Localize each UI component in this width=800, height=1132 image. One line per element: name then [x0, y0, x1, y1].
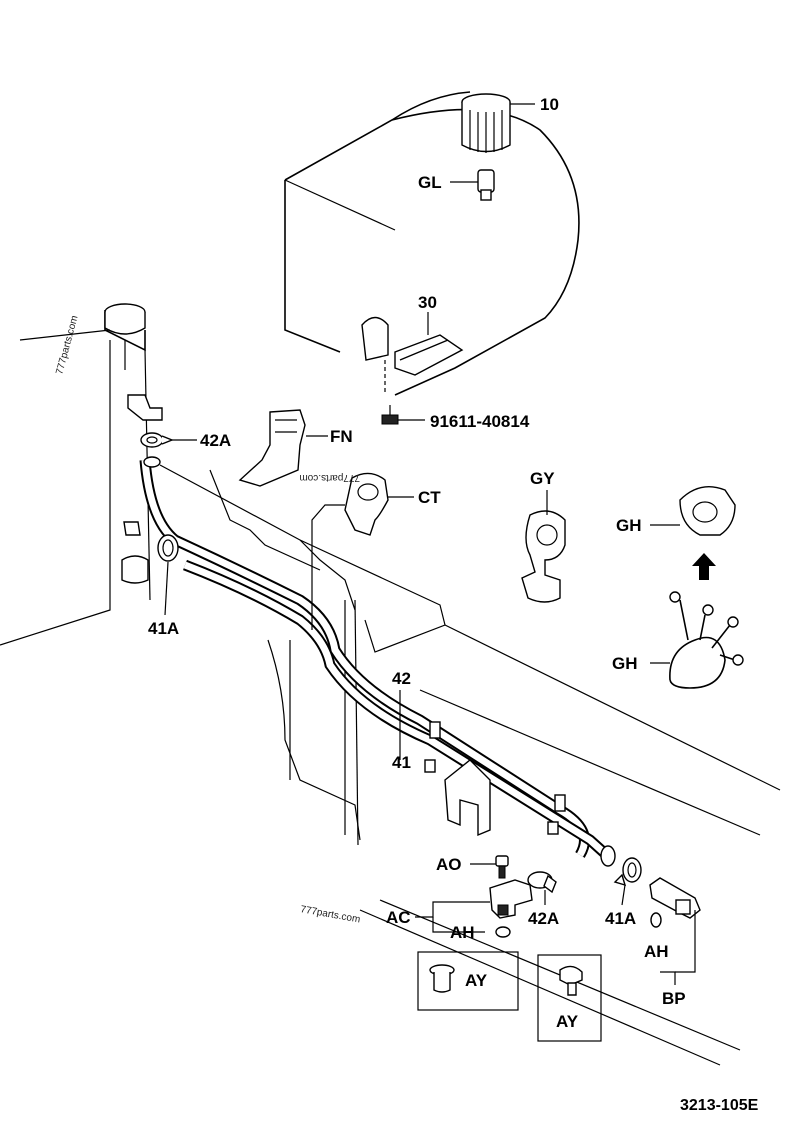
label-ay-right: AY: [556, 1012, 579, 1031]
label-42a-bottom: 42A: [528, 909, 559, 928]
arrow-up-icon: [692, 553, 716, 580]
label-gy: GY: [530, 469, 555, 488]
clamp-gh-bottom[interactable]: [650, 591, 744, 689]
joint-ac[interactable]: [415, 879, 533, 933]
clamp-gh-top[interactable]: [650, 486, 736, 536]
label-91611-40814: 91611-40814: [430, 412, 530, 431]
ay-box-left[interactable]: [417, 951, 519, 1011]
radiator-frame: [0, 303, 151, 646]
washer-ah-left[interactable]: [495, 926, 511, 938]
clip-ct[interactable]: [311, 472, 414, 630]
bolt-ao[interactable]: [470, 855, 509, 879]
clamp-41a-left[interactable]: [157, 534, 179, 616]
label-gl: GL: [418, 173, 442, 192]
filter-cap-10[interactable]: [461, 93, 535, 153]
washer-ah-right[interactable]: [650, 912, 662, 928]
label-ah-left: AH: [450, 923, 475, 942]
radiator-fittings: [121, 521, 149, 584]
clip-gy[interactable]: [521, 490, 566, 603]
label-ac: AC: [386, 908, 411, 927]
clamp-42a-bottom[interactable]: [527, 871, 557, 905]
watermark-3: 777parts.com: [299, 904, 361, 925]
joint-bp[interactable]: [649, 877, 701, 985]
label-ah-right: AH: [644, 942, 669, 961]
label-ay-left: AY: [465, 971, 488, 990]
label-ao: AO: [436, 855, 462, 874]
bolt-91611-40814[interactable]: [381, 405, 425, 425]
label-ct: CT: [418, 488, 441, 507]
drawing-code: 3213-105E: [680, 1097, 759, 1114]
label-41: 41: [392, 753, 411, 772]
label-fn: FN: [330, 427, 353, 446]
label-42: 42: [392, 669, 411, 688]
watermark-1: 777parts.com: [54, 314, 80, 375]
label-bp: BP: [662, 989, 686, 1008]
hose-clips: [424, 721, 566, 835]
hose-41[interactable]: [183, 559, 616, 867]
watermark-2: 777parts.com: [299, 472, 360, 483]
radiator-outlet-elbow: [127, 394, 163, 421]
label-42a-top: 42A: [200, 431, 231, 450]
label-gh-top: GH: [616, 516, 642, 535]
label-gh-bottom: GH: [612, 654, 638, 673]
label-41a-left: 41A: [148, 619, 179, 638]
fitting-gl[interactable]: [450, 169, 495, 201]
ay-box-right[interactable]: [537, 954, 602, 1042]
clamp-fn[interactable]: [238, 409, 328, 487]
label-30: 30: [418, 293, 437, 312]
bracket: [444, 759, 491, 837]
clamp-42a-top[interactable]: [140, 432, 197, 448]
clamp-41a-bottom[interactable]: [613, 857, 642, 906]
strainer-30[interactable]: [361, 312, 464, 376]
label-41a-bottom: 41A: [605, 909, 636, 928]
label-10: 10: [540, 95, 559, 114]
